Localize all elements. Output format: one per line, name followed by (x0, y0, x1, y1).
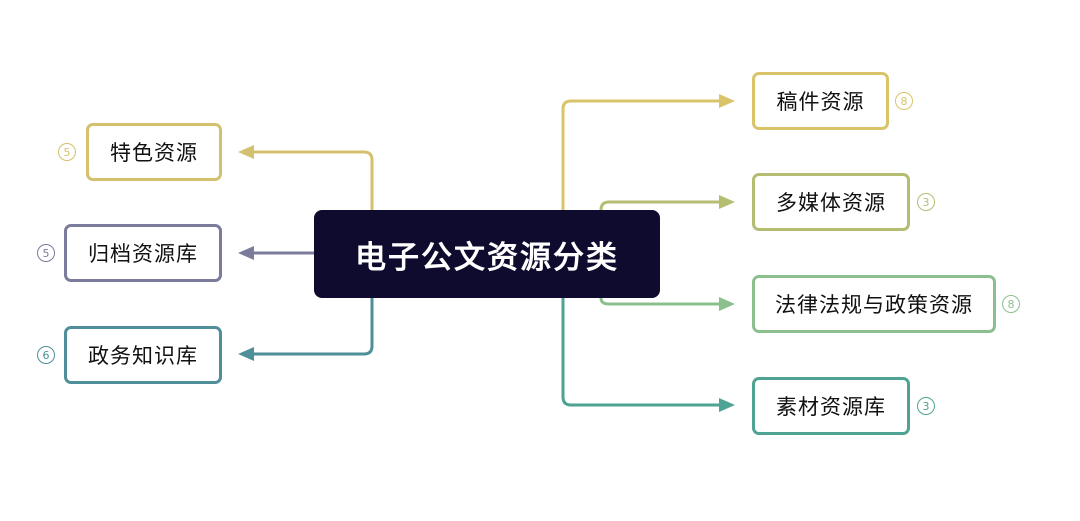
connector-teseziyuan (252, 150, 374, 210)
count-badge-zhengwuzhishiku[interactable]: 6 (37, 346, 55, 364)
count-badge-duomeitiziyuan[interactable]: 3 (917, 193, 935, 211)
arrow-guidangziyuanku (238, 246, 254, 260)
count-badge-falvfagui[interactable]: 8 (1002, 295, 1020, 313)
connector-gaojianziyuan (561, 99, 721, 210)
count-badge-guidangziyuanku[interactable]: 5 (37, 244, 55, 262)
arrow-gaojianziyuan (719, 94, 735, 108)
node-duomeitiziyuan[interactable]: 多媒体资源 (752, 173, 910, 231)
node-guidangziyuanku[interactable]: 归档资源库 (64, 224, 222, 282)
count-badge-sucaiziyuanku[interactable]: 3 (917, 397, 935, 415)
node-label: 素材资源库 (776, 395, 886, 419)
node-label: 政务知识库 (88, 344, 198, 368)
count-badge-teseziyuan[interactable]: 5 (58, 143, 76, 161)
arrow-falvfagui (719, 297, 735, 311)
node-falvfaguiyuzhengceziyuan[interactable]: 法律法规与政策资源 (752, 275, 996, 333)
node-teseziyuan[interactable]: 特色资源 (86, 123, 222, 181)
connector-duomeitiziyuan (599, 200, 721, 211)
arrow-zhengwuzhishiku (238, 347, 254, 361)
node-label: 特色资源 (110, 141, 198, 165)
arrow-duomeitiziyuan (719, 195, 735, 209)
connector-zhengwuzhishiku (252, 298, 374, 356)
count-badge-gaojianziyuan[interactable]: 8 (895, 92, 913, 110)
arrow-teseziyuan (238, 145, 254, 159)
node-sucaiziyuanku[interactable]: 素材资源库 (752, 377, 910, 435)
connector-falvfagui (599, 297, 721, 306)
node-label: 多媒体资源 (776, 191, 886, 215)
node-label: 归档资源库 (88, 242, 198, 266)
connector-sucaiziyuanku (561, 298, 721, 407)
node-label: 法律法规与政策资源 (775, 293, 973, 317)
node-zhengwuzhishiku[interactable]: 政务知识库 (64, 326, 222, 384)
node-gaojianziyuan[interactable]: 稿件资源 (752, 72, 889, 130)
arrow-sucaiziyuanku (719, 398, 735, 412)
node-label: 稿件资源 (776, 90, 865, 114)
central-topic[interactable]: 电子公文资源分类 (314, 210, 660, 298)
